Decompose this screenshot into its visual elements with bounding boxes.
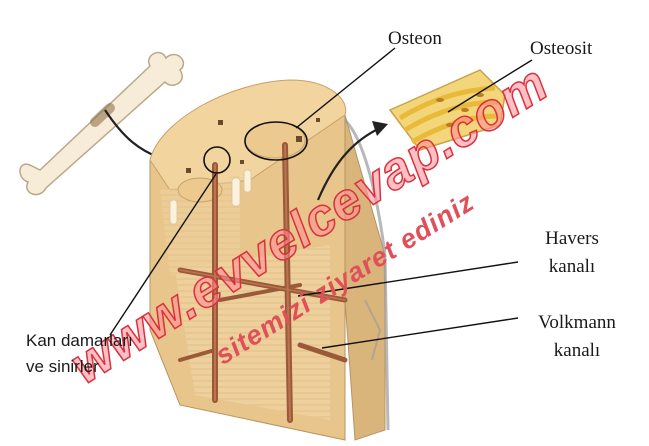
label-osteon: Osteon <box>388 28 442 49</box>
label-havers: Havers kanalı <box>522 228 622 278</box>
label-volkmann: Volkmann kanalı <box>522 312 632 362</box>
arrow-to-osteocyte <box>316 121 388 201</box>
label-havers-line2: kanalı <box>548 256 596 277</box>
label-kan-damarlari: Kan damarları ve sinirler <box>26 330 133 378</box>
label-volkmann-line1: Volkmann <box>538 312 616 333</box>
label-volkmann-line2: kanalı <box>553 340 601 361</box>
long-bone-icon <box>19 51 185 196</box>
label-kan-line2: ve sinirler <box>26 357 99 376</box>
leader-lines <box>109 47 533 349</box>
label-havers-line1: Havers <box>545 228 599 249</box>
compact-bone-block <box>149 79 390 441</box>
vessel-callout-circle <box>203 146 231 174</box>
label-kan-line1: Kan damarları <box>26 331 133 350</box>
label-osteosit: Osteosit <box>530 38 593 59</box>
osteon-callout-circle <box>244 121 308 161</box>
